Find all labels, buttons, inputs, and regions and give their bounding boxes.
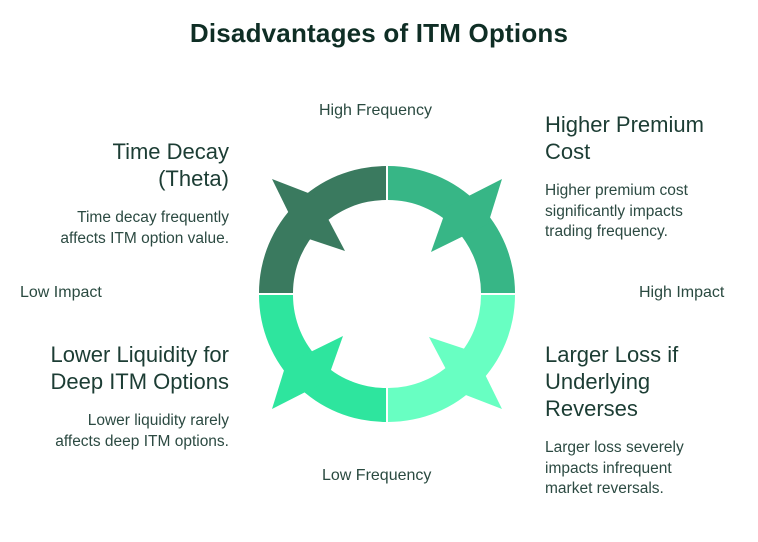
quadrant-arc-bottom-right	[388, 295, 515, 422]
quadrant-arc-top-right	[388, 166, 515, 293]
quadrant-card-bottom-left: Lower Liquidity for Deep ITM Options Low…	[0, 341, 229, 452]
axis-label-top: High Frequency	[319, 102, 432, 119]
quadrant-card-top-right: Higher Premium Cost Higher premium cost …	[545, 111, 755, 243]
axis-label-bottom: Low Frequency	[322, 467, 432, 484]
quadrant-title: Larger Loss if Underlying Reverses	[545, 342, 679, 421]
arrow-spike-top-right-icon	[431, 179, 502, 252]
page-title: Disadvantages of ITM Options	[189, 18, 569, 48]
arrow-spike-top-left-icon	[272, 179, 345, 251]
quadrant-description: Lower liquidity rarely affects deep ITM …	[55, 412, 229, 450]
quadrant-arc-top-left	[259, 166, 386, 293]
quadrant-title: Higher Premium Cost	[545, 112, 704, 164]
axis-label-left: Low Impact	[20, 284, 102, 301]
quadrant-description: Time decay frequently affects ITM option…	[60, 209, 229, 247]
quadrant-description: Higher premium cost significantly impact…	[545, 182, 688, 240]
quadrant-card-bottom-right: Larger Loss if Underlying Reverses Large…	[545, 341, 755, 500]
quadrant-arc-bottom-left	[259, 295, 386, 422]
quadrant-description: Larger loss severely impacts infrequent …	[545, 439, 684, 497]
arrow-spike-bottom-right-icon	[429, 337, 502, 409]
arrow-spike-bottom-left-icon	[272, 336, 343, 409]
quadrant-card-top-left: Time Decay (Theta) Time decay frequently…	[0, 138, 229, 249]
quadrant-title: Time Decay (Theta)	[112, 139, 229, 191]
axis-label-right: High Impact	[639, 284, 725, 301]
quadrant-title: Lower Liquidity for Deep ITM Options	[50, 342, 229, 394]
